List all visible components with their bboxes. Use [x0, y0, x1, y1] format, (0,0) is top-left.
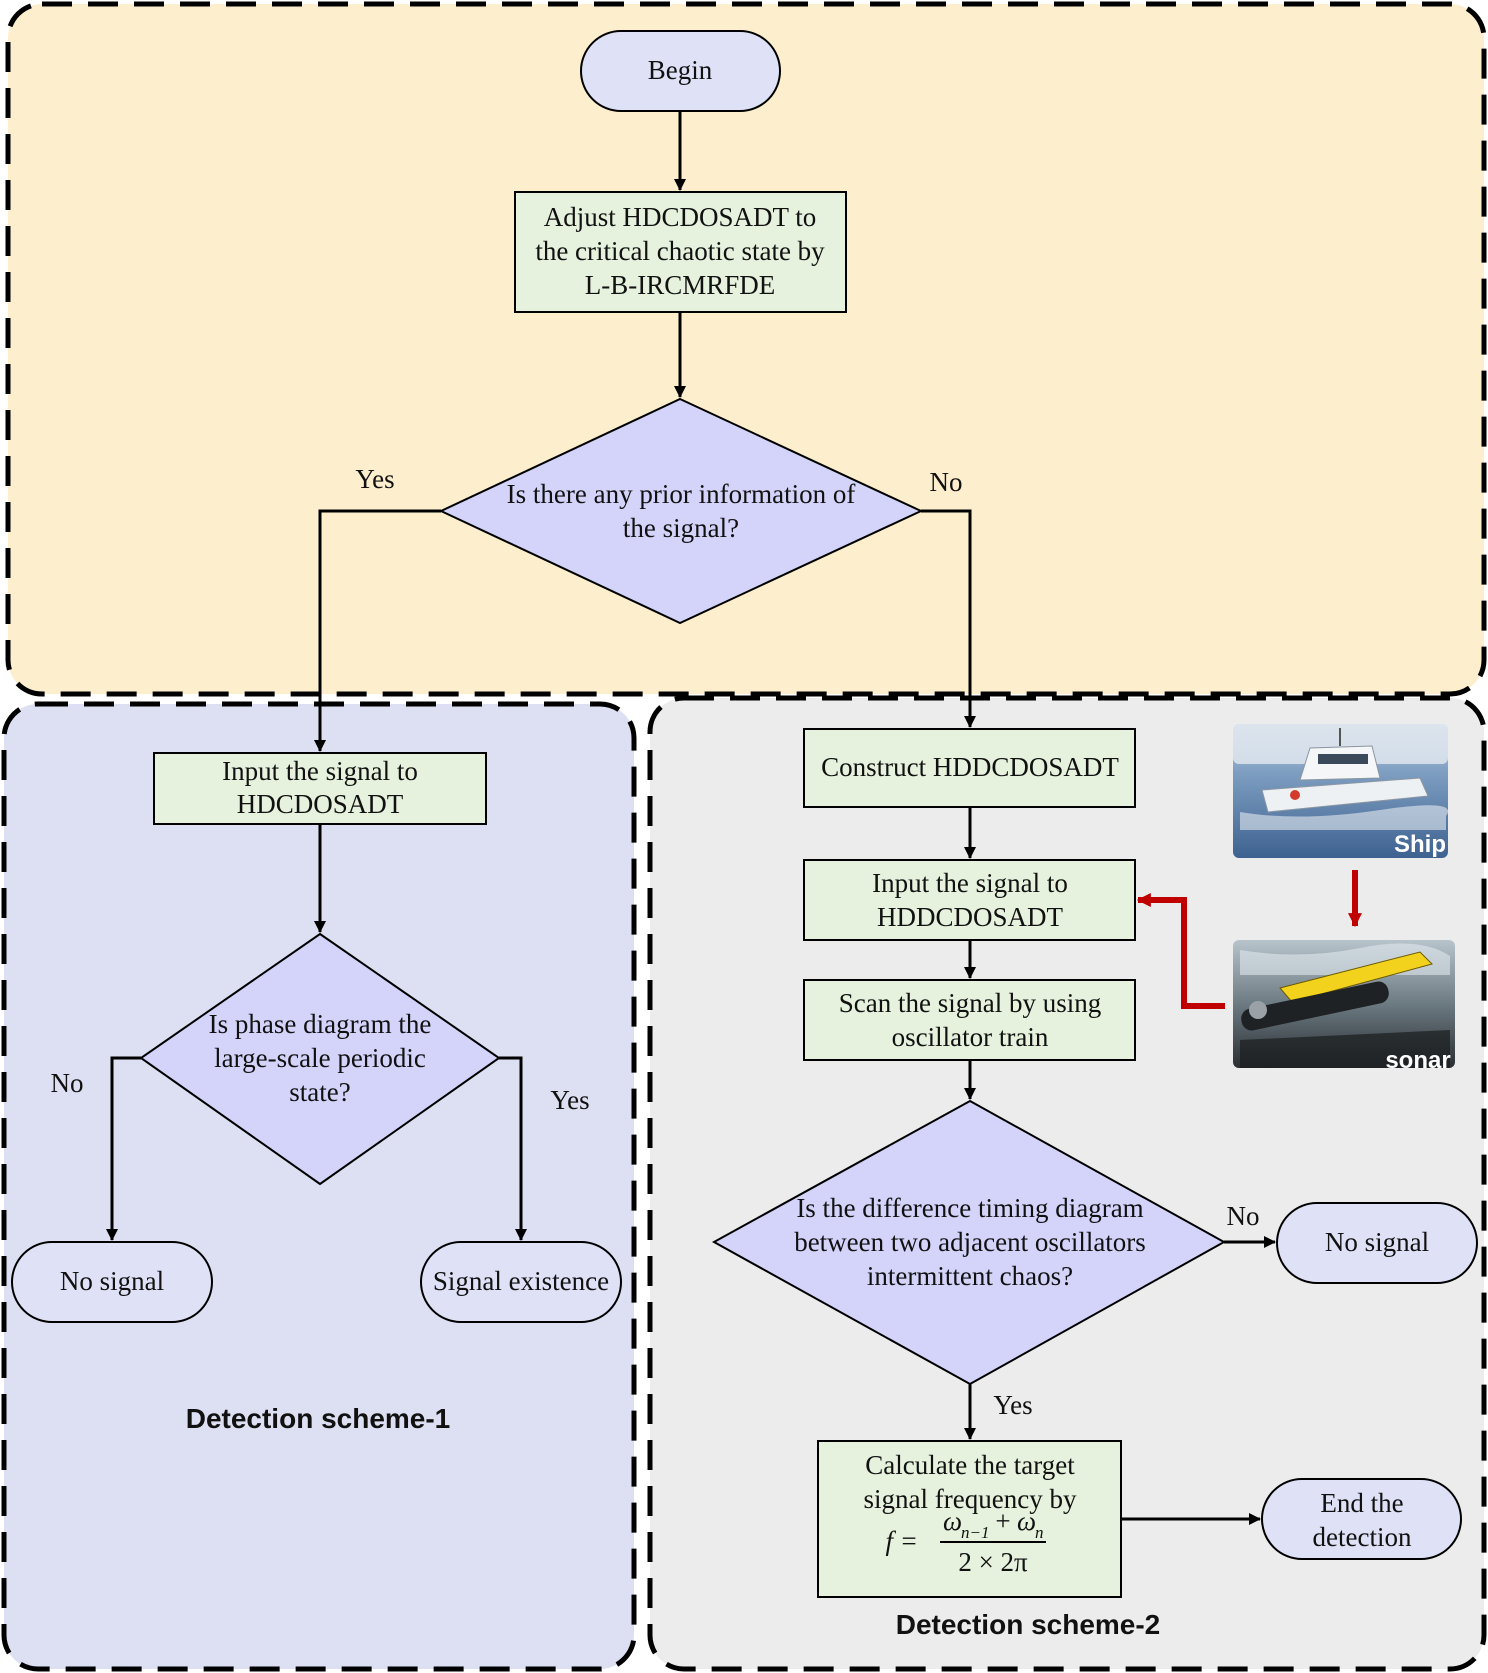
prior-no-label: No	[930, 467, 963, 497]
phase-line-2: large-scale periodic	[214, 1043, 426, 1073]
input-scheme1-line-1: Input the signal to	[222, 756, 418, 786]
input-scheme1-line-2: HDCDOSADT	[237, 789, 404, 819]
frequency-formula: f = ω n−1 + ω n 2 × 2π	[886, 1506, 1046, 1577]
no-signal-2-label: No signal	[1325, 1227, 1429, 1257]
difference-line-1: Is the difference timing diagram	[796, 1193, 1143, 1223]
adjust-line-1: Adjust HDCDOSADT to	[544, 202, 817, 232]
difference-line-2: between two adjacent oscillators	[794, 1227, 1146, 1257]
calculate-process: Calculate the target signal frequency by…	[817, 1440, 1122, 1598]
no-signal-terminal-1: No signal	[11, 1241, 213, 1323]
phase-yes-label: Yes	[550, 1085, 589, 1115]
end-line-2: detection	[1313, 1522, 1412, 1552]
formula-omega-a: ω	[943, 1506, 962, 1536]
formula-plus: +	[995, 1506, 1010, 1536]
end-line-1: End the	[1320, 1488, 1403, 1518]
input-scheme2-line-1: Input the signal to	[872, 868, 1068, 898]
phase-line-3: state?	[289, 1077, 350, 1107]
scheme1-title: Detection scheme-1	[186, 1403, 451, 1434]
difference-yes-label: Yes	[993, 1390, 1032, 1420]
no-signal-1-label: No signal	[60, 1266, 164, 1296]
sonar-label: sonar	[1385, 1047, 1450, 1074]
connectors	[106, 111, 1276, 1525]
begin-terminal: Begin	[580, 30, 781, 112]
prior-decision: Is there any prior information of the si…	[438, 397, 924, 625]
scan-line-2: oscillator train	[892, 1022, 1049, 1052]
formula-lhs: f =	[886, 1526, 918, 1556]
ship-label: Ship	[1394, 831, 1446, 858]
prior-line-1: Is there any prior information of	[507, 479, 856, 509]
input-scheme2-process: Input the signal to HDDCDOSADT	[803, 859, 1136, 941]
calculate-line-2: signal frequency by	[864, 1484, 1077, 1514]
prior-yes-label: Yes	[355, 464, 394, 494]
end-terminal: End the detection	[1261, 1478, 1462, 1560]
construct-label: Construct HDDCDOSADT	[821, 752, 1119, 782]
no-signal-terminal-2: No signal	[1276, 1202, 1478, 1284]
red-arrows	[1136, 870, 1362, 1009]
formula-denominator: 2 × 2π	[958, 1547, 1028, 1577]
adjust-line-2: the critical chaotic state by	[535, 236, 825, 266]
formula-sub-a: n−1	[961, 1523, 989, 1542]
difference-no-label: No	[1227, 1201, 1260, 1231]
difference-decision: Is the difference timing diagram between…	[711, 1099, 1227, 1386]
input-scheme1-process: Input the signal to HDCDOSADT	[153, 752, 487, 825]
top-region	[5, 1, 1487, 697]
signal-existence-label: Signal existence	[433, 1266, 609, 1296]
phase-no-label: No	[51, 1068, 84, 1098]
formula-omega-b: ω	[1017, 1506, 1036, 1536]
difference-line-3: intermittent chaos?	[867, 1261, 1073, 1291]
ship-photo: Ship	[1233, 724, 1449, 858]
scan-process: Scan the signal by using oscillator trai…	[803, 979, 1136, 1061]
adjust-line-3: L-B-IRCMRFDE	[585, 270, 776, 300]
prior-line-2: the signal?	[623, 513, 739, 543]
calculate-line-1: Calculate the target	[865, 1450, 1075, 1480]
construct-process: Construct HDDCDOSADT	[803, 728, 1136, 808]
formula-sub-b: n	[1035, 1523, 1044, 1542]
sonar-photo: sonar	[1233, 940, 1455, 1074]
input-scheme2-line-2: HDDCDOSADT	[877, 902, 1064, 932]
adjust-process: Adjust HDCDOSADT to the critical chaotic…	[514, 191, 847, 313]
begin-label: Begin	[648, 55, 713, 85]
scan-line-1: Scan the signal by using	[839, 988, 1101, 1018]
scheme2-title: Detection scheme-2	[896, 1609, 1161, 1640]
signal-existence-terminal: Signal existence	[420, 1241, 622, 1323]
phase-line-1: Is phase diagram the	[209, 1009, 432, 1039]
phase-decision: Is phase diagram the large-scale periodi…	[139, 932, 501, 1186]
